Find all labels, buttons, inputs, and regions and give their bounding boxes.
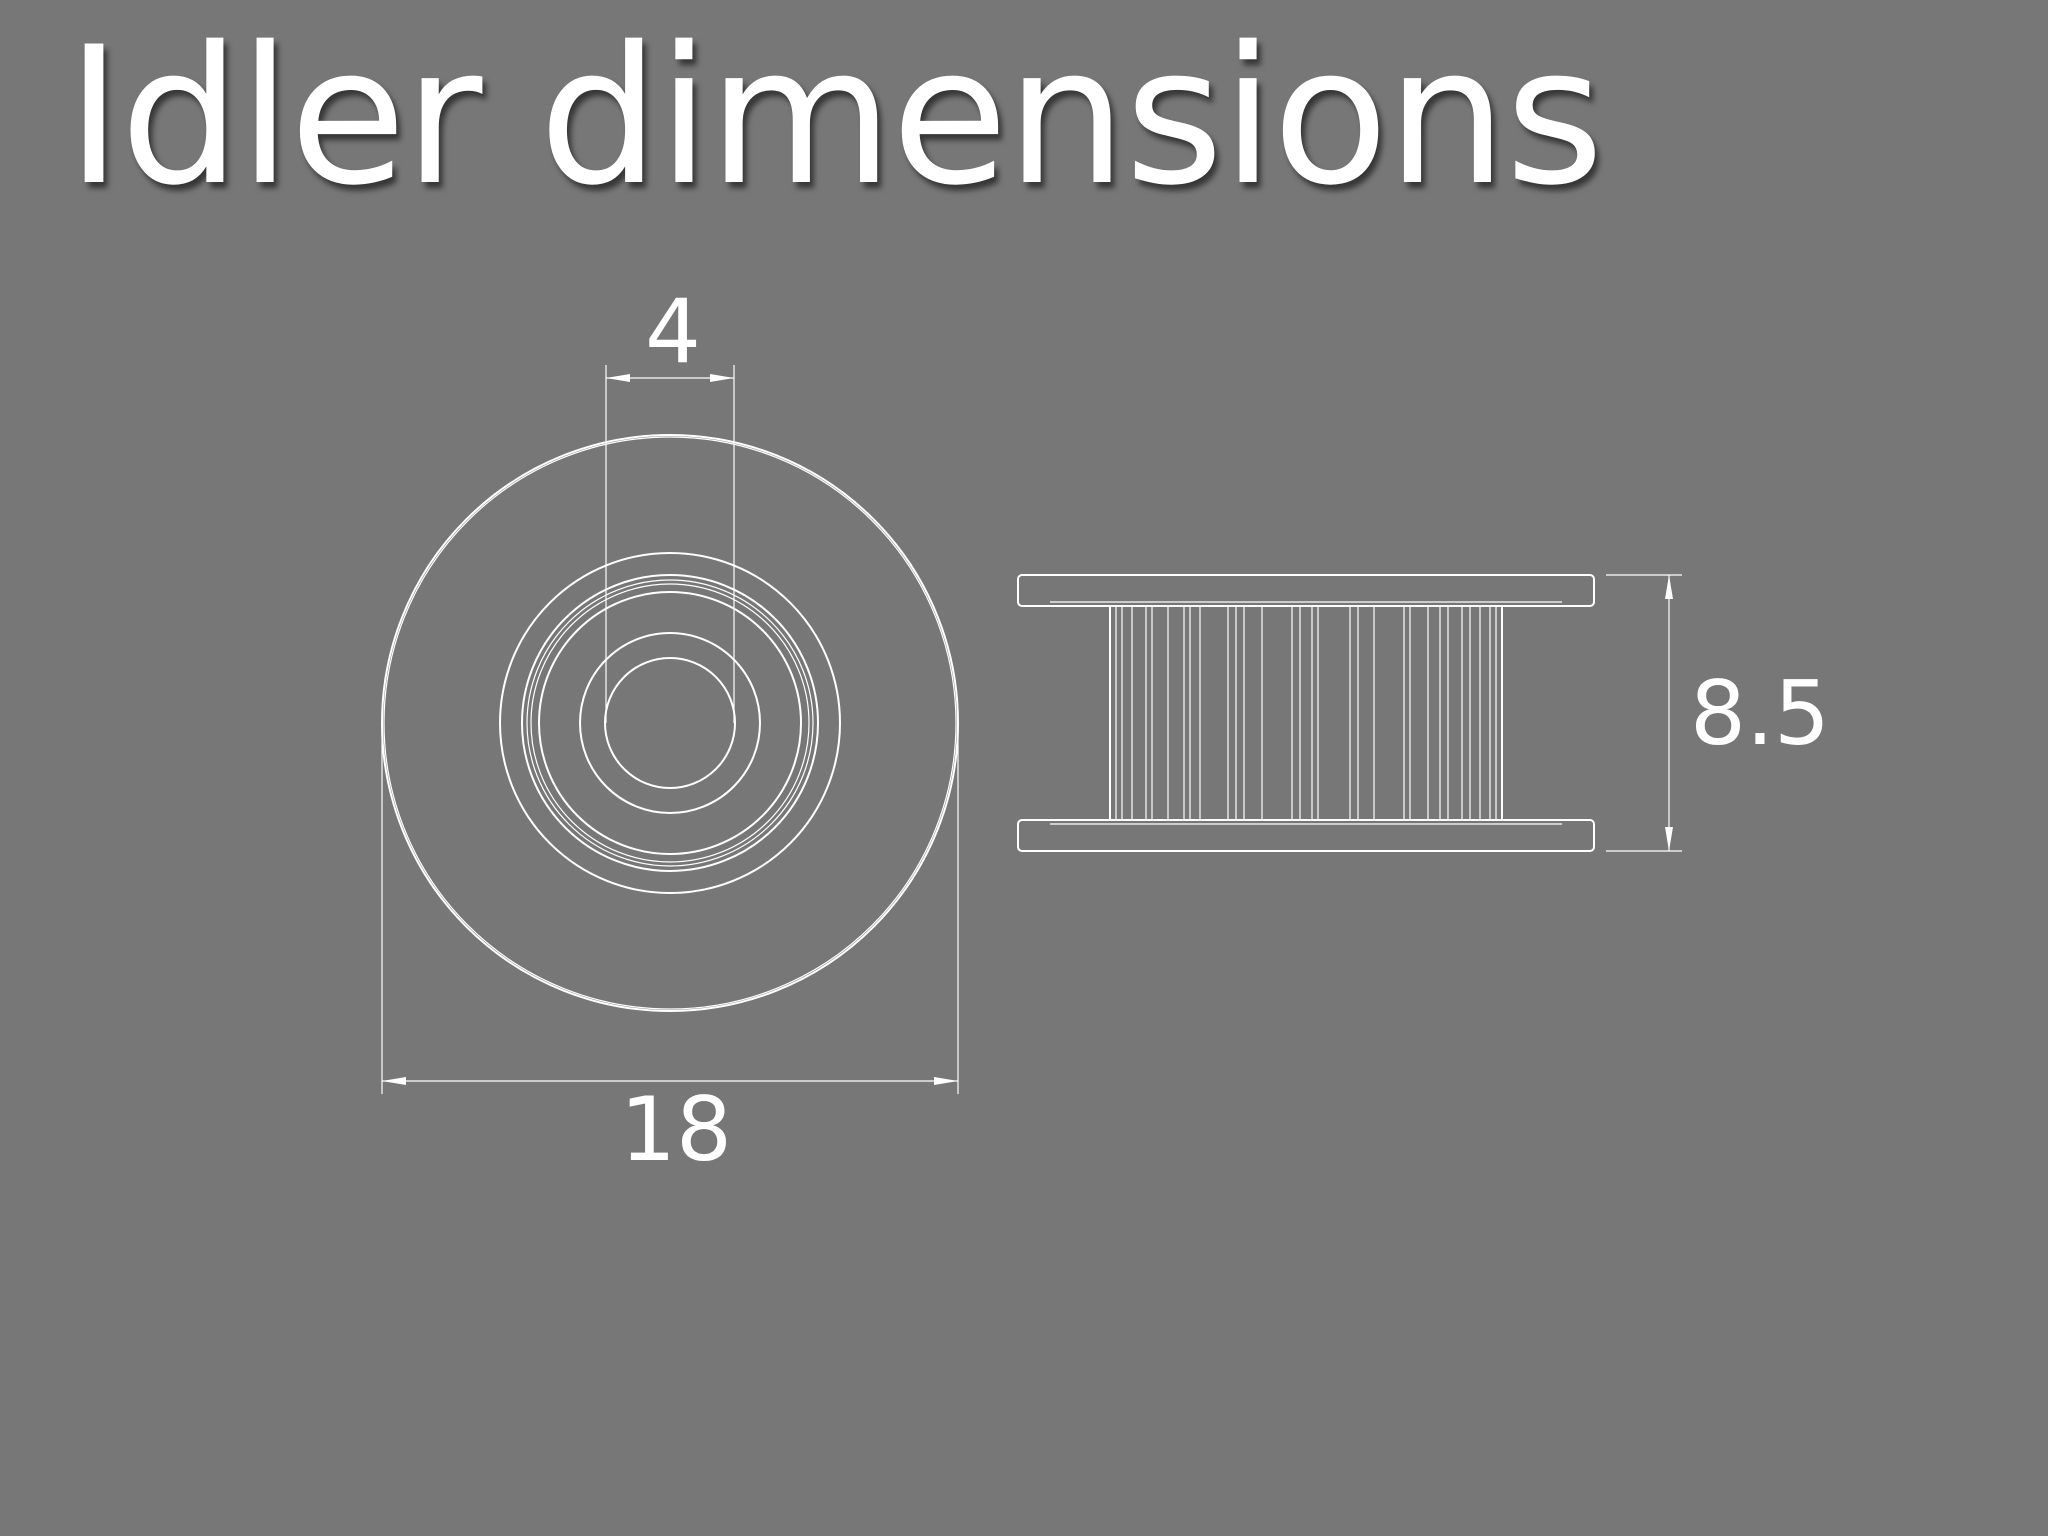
bore-dimension-label: 4: [645, 280, 701, 383]
bottom-flange: [1017, 819, 1595, 852]
bearing-inner-ring: [538, 591, 802, 855]
slide-title: Idler dimensions: [66, 6, 1604, 227]
bore-arrow-right: [710, 374, 734, 382]
diameter-arrow-right: [934, 1077, 958, 1085]
inner-race-circle: [579, 632, 761, 814]
bearing-ring-1: [526, 579, 814, 867]
diameter-arrow-left: [382, 1077, 406, 1085]
outer-flange-circle: [381, 434, 959, 1012]
bore-arrow-left: [606, 374, 630, 382]
hub-circle: [499, 552, 841, 894]
top-flange: [1017, 574, 1595, 607]
bore-circle: [604, 657, 736, 789]
bearing-outer-circle: [521, 574, 819, 872]
tooth-lines: [1115, 606, 1497, 820]
height-arrow-top: [1665, 575, 1673, 599]
height-dimension-label: 8.5: [1690, 662, 1830, 765]
height-arrow-bottom: [1665, 827, 1673, 851]
outer-flange-edge: [383, 436, 957, 1010]
diameter-dimension-label: 18: [620, 1078, 732, 1181]
front-view: 4 18: [381, 280, 959, 1181]
bearing-ring-2: [530, 583, 810, 863]
side-view: 8.5: [1017, 574, 1830, 852]
